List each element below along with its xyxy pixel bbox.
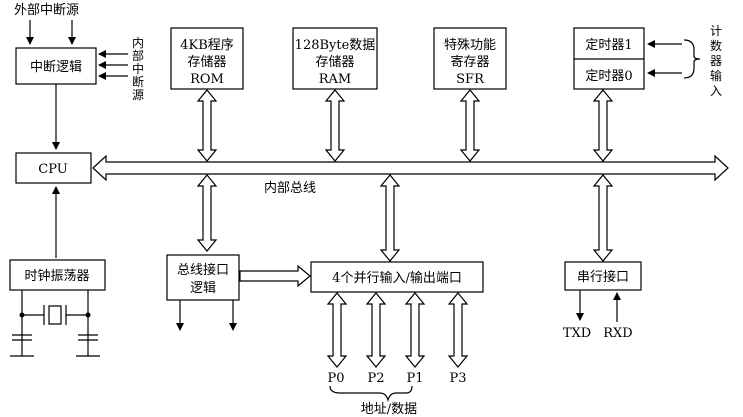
port-p2-arrow [365,292,387,368]
sfr-label-3: SFR [456,72,485,87]
port-p0-arrow [326,292,348,368]
parallel-port-bus-arrow [379,174,401,262]
ram-label-3: RAM [319,72,352,87]
port-p3-label: P3 [449,371,466,386]
svg-text:入: 入 [710,84,722,98]
sfr-label-2: 寄存器 [450,54,489,70]
serial-interface-label: 串行接口 [577,269,629,285]
ram-bus-arrow [324,89,346,162]
timer1-label: 定时器1 [585,38,632,53]
internal-interrupt-label: 内 部 中 断 源 [132,36,144,102]
bus-interface-label-2: 逻辑 [190,281,216,296]
parallel-ports-box [310,261,484,293]
svg-text:器: 器 [710,54,722,68]
address-data-label: 地址/数据 [361,402,417,417]
parallel-ports-label: 4个并行输入/输出端口 [332,270,462,286]
cpu-label: CPU [38,162,67,177]
sfr-bus-arrow [459,89,481,162]
ram-label-2: 存储器 [315,55,354,70]
clock-oscillator-label: 时钟振荡器 [24,268,89,284]
rom-label-2: 存储器 [187,55,226,70]
internal-bus [92,154,729,182]
svg-text:源: 源 [132,88,144,102]
svg-text:部: 部 [132,48,144,63]
svg-text:计: 计 [710,24,722,38]
clock-oscillator-box [9,259,106,291]
txd-label: TXD [563,326,591,341]
timer0-label: 定时器0 [585,69,632,84]
rom-label-1: 4KB程序 [180,38,234,53]
interrupt-logic-label: 中断逻辑 [30,60,82,75]
crystal-circuit [10,290,100,357]
cpu-box [15,152,92,184]
port-p1-arrow [404,292,426,368]
sfr-box [433,27,507,90]
bus-interface-label-1: 总线接口 [177,262,229,278]
address-data-brace [329,385,413,403]
rxd-label: RXD [603,326,632,341]
svg-text:输: 输 [710,68,722,83]
bus-interface-arrow [196,174,218,252]
port-p1-label: P1 [406,371,423,386]
svg-text:内: 内 [132,36,144,50]
serial-bus-arrow [592,174,614,262]
sfr-label-1: 特殊功能 [444,38,496,53]
svg-text:中: 中 [132,61,144,76]
external-interrupt-label: 外部中断源 [14,3,79,18]
counter-input-label: 计 数 器 输 入 [710,24,722,98]
serial-interface-box [564,261,642,291]
port-p3-arrow [447,292,469,368]
ram-label-1: 128Byte数据 [295,38,376,53]
svg-text:断: 断 [132,74,144,89]
internal-bus-label: 内部总线 [264,180,316,196]
bus-interface-to-port-arrow [239,264,311,288]
port-p0-label: P0 [327,371,344,386]
timer-bus-arrow [592,89,614,162]
port-p2-label: P2 [367,371,384,386]
rom-bus-arrow [196,89,218,162]
rom-box [170,27,244,90]
rom-label-3: ROM [190,72,224,87]
counter-input-brace [683,39,701,79]
bus-interface-box [166,254,240,301]
ram-box [292,27,378,90]
svg-text:数: 数 [710,38,722,53]
interrupt-logic-box [15,47,97,85]
